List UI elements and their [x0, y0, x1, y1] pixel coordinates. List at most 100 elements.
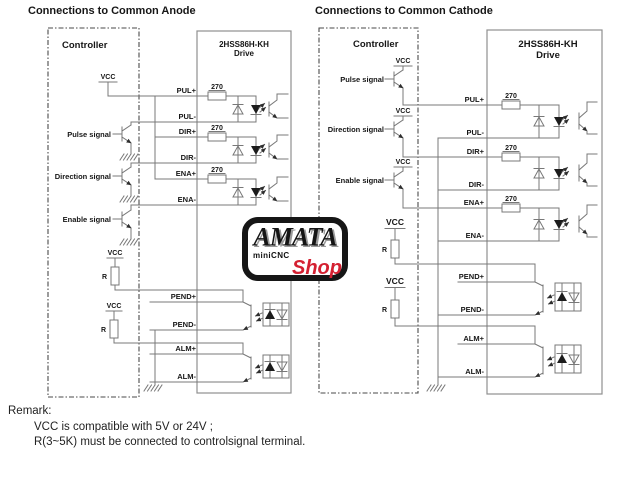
optocoupler-icon [243, 302, 289, 330]
optocoupler-icon [233, 94, 288, 122]
optocoupler-icon [534, 102, 597, 138]
transistor-icon [113, 210, 131, 228]
vcc-label: VCC [386, 217, 404, 227]
terminal-ena-plus: ENA+ [176, 169, 197, 178]
remark-line-1: VCC is compatible with 5V or 24V ; [34, 421, 213, 433]
optocoupler-icon [534, 205, 597, 241]
vcc-label: VCC [396, 58, 411, 65]
right-drive-word: Drive [536, 50, 560, 61]
r-label: R [101, 327, 106, 334]
resistor-icon [110, 266, 120, 286]
resistor-icon [207, 132, 227, 142]
terminal-pend-minus: PEND- [461, 305, 485, 314]
resistor-icon [390, 299, 400, 319]
transistor-icon [113, 167, 131, 185]
terminal-alm-plus: ALM+ [463, 334, 484, 343]
ground-icon [426, 384, 446, 392]
optocoupler-icon [535, 282, 581, 315]
terminal-pul-minus: PUL- [179, 112, 197, 121]
optocoupler-icon [535, 344, 581, 377]
right-drive-name: 2HSS86H-KH [518, 39, 577, 50]
terminal-alm-plus: ALM+ [175, 344, 196, 353]
watermark-accent-word: Shop [292, 257, 342, 279]
remark-heading: Remark: [8, 405, 51, 417]
left-drive-word: Drive [234, 49, 255, 58]
terminal-ena-minus: ENA- [178, 195, 197, 204]
vcc-label: VCC [396, 108, 411, 115]
transistor-icon [385, 120, 403, 138]
optocoupler-icon [233, 135, 288, 163]
terminal-alm-minus: ALM- [177, 372, 196, 381]
terminal-ena-minus: ENA- [466, 231, 485, 240]
r-label: R [382, 247, 387, 254]
remark-line-2: R(3~5K) must be connected to controlsign… [34, 436, 305, 448]
terminal-pul-minus: PUL- [467, 128, 485, 137]
left-controller-label: Controller [62, 40, 108, 51]
vcc-label: VCC [396, 159, 411, 166]
ground-icon [143, 384, 163, 392]
terminal-dir-plus: DIR+ [467, 147, 485, 156]
resistor-value: 270 [211, 84, 223, 91]
resistor-value: 270 [505, 145, 517, 152]
vcc-label: VCC [101, 74, 116, 81]
optocoupler-icon [243, 354, 289, 382]
vcc-label: VCC [108, 250, 123, 257]
remark: Remark: VCC is compatible with 5V or 24V… [8, 405, 305, 448]
right-drive-box [486, 29, 603, 395]
terminal-pend-plus: PEND+ [459, 272, 485, 281]
ground-icon [119, 153, 139, 161]
right-controller-box [318, 27, 419, 394]
terminal-dir-minus: DIR- [469, 180, 485, 189]
vcc-label: VCC [386, 276, 404, 286]
r-label: R [382, 307, 387, 314]
watermark-brand: AMATA [251, 223, 337, 252]
left-drive-name: 2HSS86H-KH [219, 40, 269, 49]
terminal-pul-plus: PUL+ [177, 86, 197, 95]
watermark-subtitle: miniCNC [253, 251, 290, 260]
right-diagram: Connections to Common Cathode Controller… [315, 5, 603, 395]
optocoupler-icon [534, 154, 597, 190]
left-diagram: Connections to Common Anode Controller 2… [28, 5, 292, 398]
resistor-icon [501, 203, 521, 213]
terminal-dir-plus: DIR+ [179, 127, 197, 136]
enable-signal-label: Enable signal [336, 176, 384, 185]
terminal-pend-minus: PEND- [173, 320, 197, 329]
direction-signal-label: Direction signal [55, 172, 111, 181]
terminal-dir-minus: DIR- [181, 153, 197, 162]
terminal-alm-minus: ALM- [465, 367, 484, 376]
resistor-value: 270 [211, 125, 223, 132]
right-title: Connections to Common Cathode [315, 5, 493, 17]
enable-signal-label: Enable signal [63, 215, 111, 224]
resistor-icon [501, 152, 521, 162]
left-labels: VCC Pulse signal Direction signal Enable… [55, 74, 223, 381]
transistor-icon [385, 171, 403, 189]
watermark: AMATA AMATA miniCNC Shop [242, 217, 348, 281]
ground-icon [119, 195, 139, 203]
transistor-icon [113, 125, 131, 143]
left-drive-box [196, 30, 292, 394]
watermark-brand-shadow: AMATA [253, 224, 339, 253]
transistor-icon [385, 70, 403, 88]
left-title: Connections to Common Anode [28, 5, 196, 17]
watermark-frame [242, 217, 348, 281]
optocoupler-icon [233, 177, 288, 205]
left-controller-box [47, 27, 140, 398]
resistor-icon [207, 91, 227, 101]
resistor-icon [109, 319, 119, 339]
pulse-signal-label: Pulse signal [67, 130, 111, 139]
resistor-icon [390, 239, 400, 259]
terminal-pend-plus: PEND+ [171, 292, 197, 301]
pulse-signal-label: Pulse signal [340, 75, 384, 84]
resistor-value: 270 [505, 93, 517, 100]
resistor-value: 270 [211, 167, 223, 174]
terminal-ena-plus: ENA+ [464, 198, 485, 207]
left-wires [98, 81, 257, 386]
resistor-value: 270 [505, 196, 517, 203]
terminal-pul-plus: PUL+ [465, 95, 485, 104]
direction-signal-label: Direction signal [328, 125, 384, 134]
right-controller-label: Controller [353, 39, 399, 50]
resistor-icon [501, 100, 521, 110]
right-labels: VCC VCC VCC Pulse signal Direction signa… [328, 58, 517, 376]
